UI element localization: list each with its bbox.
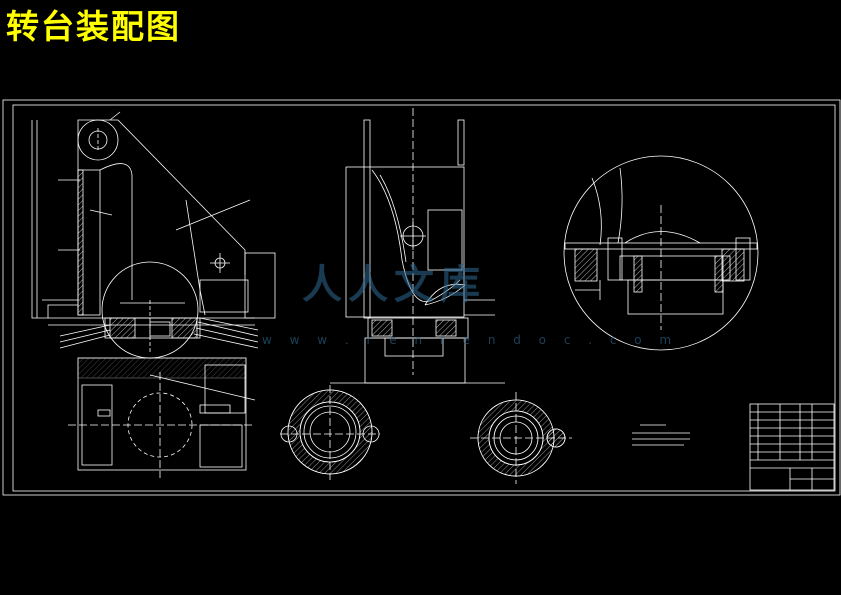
ring-view-2: [470, 392, 572, 484]
page-title: 转台装配图: [6, 7, 181, 46]
side-view: [330, 108, 505, 384]
detail-view: [563, 155, 759, 351]
ring-view-1: [280, 385, 380, 480]
front-view: [31, 111, 276, 478]
outer-frame: [2, 99, 841, 496]
title-block: [749, 403, 835, 491]
watermark-text: 人人文库: [302, 262, 486, 308]
inner-frame: [12, 104, 836, 492]
watermark-url: w w w . r e n r e n d o c . c o m: [262, 333, 679, 347]
technical-notes: [632, 424, 690, 446]
